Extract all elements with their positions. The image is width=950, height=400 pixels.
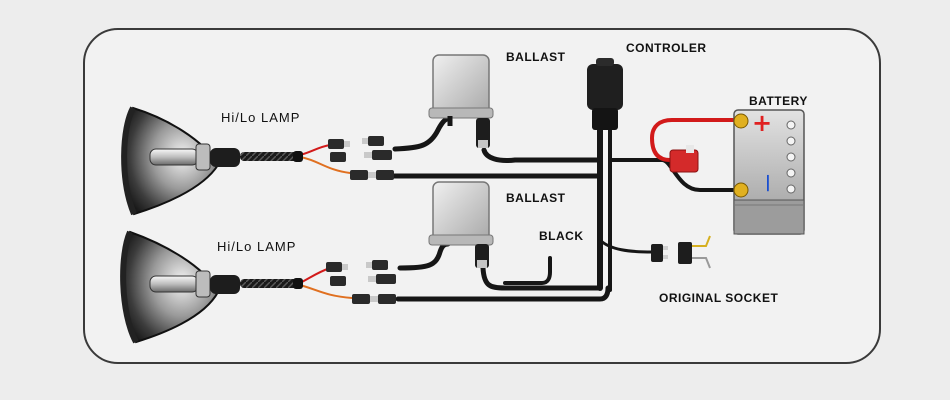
wiring-harness [299, 115, 742, 302]
top-lamp-base [195, 143, 211, 171]
black-ground-wire [503, 256, 552, 285]
top-connector-b1 [330, 152, 346, 162]
bottom-connector-b2-pin [368, 276, 376, 282]
top-lamp-bulb [149, 148, 199, 166]
bottom-ballast-label: BALLAST [506, 191, 566, 205]
battery-label: BATTERY [749, 94, 808, 108]
battery-negative-terminal [733, 182, 749, 198]
top-ballast-output-connector-tip [478, 140, 488, 148]
bottom-ballast-flange [428, 234, 494, 246]
controller-relay [587, 58, 623, 130]
top-connector-a2-pin [362, 138, 368, 144]
bottom-connector-c-pin [370, 296, 378, 302]
bottom-ballast-body [432, 181, 490, 243]
controller-body [587, 64, 623, 110]
bottom-ballast-output-connector-tip [477, 260, 487, 268]
battery-negative-sign: − [758, 172, 777, 194]
top-connector-b2 [372, 150, 392, 160]
battery-lower-band [733, 199, 805, 235]
bottom-ballast-output-wire [480, 265, 603, 291]
original-socket-label: ORIGINAL SOCKET [659, 291, 779, 305]
top-connector-a2 [368, 136, 384, 146]
bottom-lamp-bulb [149, 275, 199, 293]
top-lamp-connectors [328, 136, 394, 180]
bottom-lamp-cable-end [293, 278, 303, 289]
battery-positive-wire [650, 118, 742, 162]
top-lamp-socket [210, 148, 240, 167]
top-lamp-label: Hi/Lo LAMP [221, 110, 301, 125]
top-connector-a1 [328, 139, 344, 149]
bottom-connector-c1 [352, 294, 370, 304]
battery [733, 109, 805, 235]
bottom-connector-b1 [330, 276, 346, 286]
bottom-connector-a1-pin [342, 264, 348, 270]
controller-label: CONTROLER [626, 41, 707, 55]
top-connector-c1 [350, 170, 368, 180]
original-socket-wire-grey [692, 257, 711, 269]
bottom-connector-a2-pin [366, 262, 372, 268]
top-lamp-rim [121, 106, 137, 216]
bottom-hi-lo-lamp [120, 230, 303, 344]
top-connector-c2 [376, 170, 394, 180]
original-socket-receptacle [678, 242, 692, 264]
top-ballast-flange [428, 107, 494, 119]
fuse-holder-body [669, 149, 699, 173]
top-ballast-body [432, 54, 490, 116]
battery-positive-terminal [733, 113, 749, 129]
bottom-lamp-braided-cable [240, 279, 298, 288]
battery-cell-caps [786, 120, 796, 194]
bottom-lamp-base [195, 270, 211, 298]
battery-positive-sign: + [752, 109, 773, 137]
bottom-lamp-label: Hi/Lo LAMP [217, 239, 297, 254]
top-lamp-lead-orange [299, 156, 351, 174]
original-socket-wire-yellow [692, 235, 711, 247]
original-socket-plug-pin-1 [663, 246, 668, 250]
top-lamp-to-ballast-wire [392, 115, 453, 152]
top-ballast [428, 54, 494, 148]
bottom-lamp-to-controller-wire [395, 285, 611, 302]
bottom-lamp-rim [120, 230, 139, 344]
top-lamp-cable-end [293, 151, 303, 162]
original-socket-plug-pin-2 [663, 255, 668, 259]
bottom-connector-c2 [378, 294, 396, 304]
original-socket [651, 235, 711, 269]
top-ballast-label: BALLAST [506, 50, 566, 64]
controller-collar [592, 108, 618, 130]
bottom-lamp-lead-orange [299, 284, 353, 299]
top-connector-b2-pin [364, 152, 372, 158]
controller-to-socket-wire [598, 238, 654, 254]
fuse-holder-tab [686, 145, 694, 153]
original-socket-plug [651, 244, 663, 262]
black-wire-label: BLACK [539, 229, 584, 243]
controller-top-cap [596, 58, 614, 66]
bottom-connector-a1 [326, 262, 342, 272]
bottom-lamp-socket [210, 275, 240, 294]
fuse-holder [669, 145, 699, 173]
bottom-connector-b2 [376, 274, 396, 284]
top-hi-lo-lamp [121, 106, 303, 216]
top-connector-c-pin [368, 172, 376, 178]
top-connector-a1-pin [344, 141, 350, 147]
top-ballast-output-wire [481, 147, 603, 163]
bottom-lamp-connectors [326, 260, 396, 304]
bottom-connector-a2 [372, 260, 388, 270]
top-lamp-braided-cable [240, 152, 298, 161]
bottom-ballast [428, 181, 494, 268]
